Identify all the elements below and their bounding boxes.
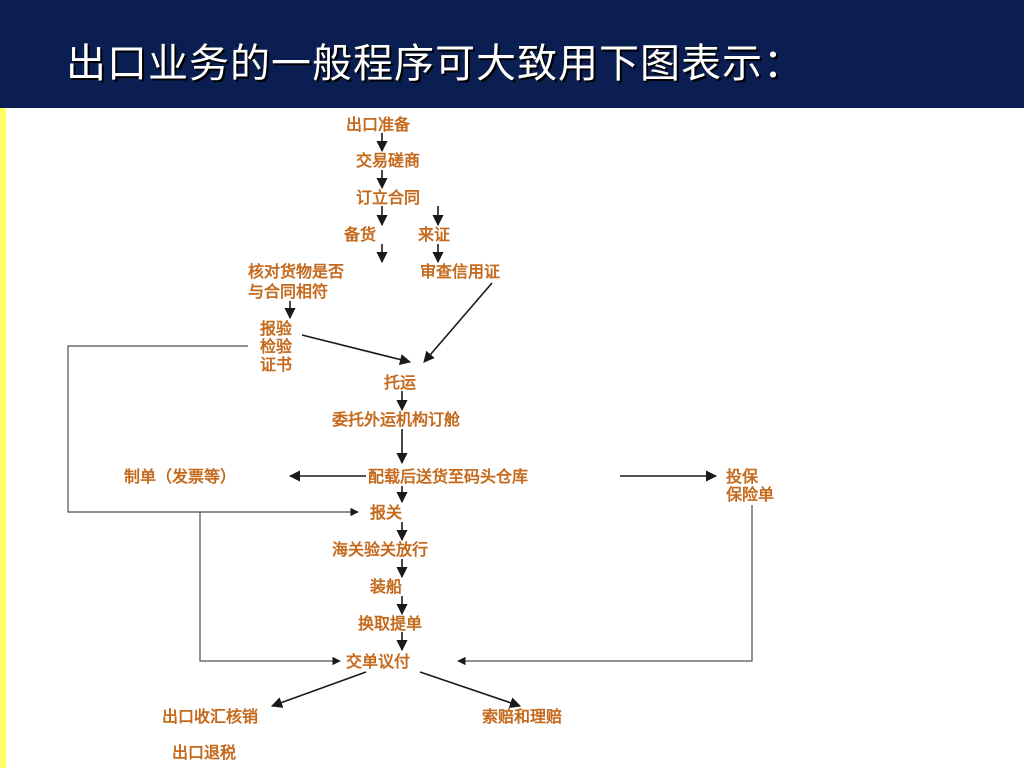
- arrow-settlement-fx: [270, 671, 367, 708]
- node-lc-arrive: 来证: [417, 225, 450, 244]
- node-prepare: 出口准备: [346, 115, 411, 134]
- arrow-insure-settlement: [457, 505, 753, 666]
- title-bar: 出口业务的一般程序可大致用下图表示：: [0, 0, 1024, 108]
- node-stowage: 配载后送货至码头仓库: [368, 467, 528, 486]
- node-check-goods-line1: 核对货物是否: [248, 262, 344, 281]
- node-check-goods-line2: 与合同相符: [248, 282, 328, 301]
- arrow-review-consign: [423, 282, 493, 363]
- node-insure-line1: 投保: [726, 467, 759, 486]
- node-documents: 制单（发票等）: [124, 467, 236, 486]
- node-bl: 换取提单: [358, 614, 422, 633]
- arrow-settlement-claim: [419, 671, 522, 709]
- node-release: 海关验关放行: [332, 540, 428, 559]
- node-booking: 委托外运机构订舱: [331, 410, 461, 429]
- node-settlement: 交单议付: [346, 652, 410, 671]
- connectors: [67, 133, 753, 709]
- node-inspect-line3: 证书: [260, 355, 292, 374]
- slide-title: 出口业务的一般程序可大致用下图表示：: [66, 41, 804, 87]
- node-contract: 订立合同: [356, 188, 420, 207]
- node-review-lc: 审查信用证: [420, 262, 500, 281]
- node-consign: 托运: [384, 373, 416, 392]
- node-claim: 索赔和理赔: [482, 707, 562, 726]
- node-customs: 报关: [370, 503, 402, 522]
- node-inspect-line1: 报验: [260, 319, 293, 338]
- node-insure-line2: 保险单: [725, 485, 774, 504]
- nodes: 出口准备 交易磋商 订立合同 备货 来证 核对货物是否 与合同相符 审查信用证 …: [124, 115, 774, 762]
- arrow-inspect-consign: [301, 334, 412, 365]
- left-accent-stripe: [0, 108, 6, 768]
- arrow-documents-settlement: [199, 512, 341, 666]
- arrow-inspect-customs-loop: [67, 345, 359, 517]
- node-goods: 备货: [343, 225, 376, 244]
- node-negotiate: 交易磋商: [356, 151, 420, 170]
- node-loading: 装船: [369, 577, 402, 596]
- node-inspect-line2: 检验: [260, 337, 293, 356]
- node-tax-refund: 出口退税: [172, 743, 236, 762]
- node-fx: 出口收汇核销: [162, 707, 258, 726]
